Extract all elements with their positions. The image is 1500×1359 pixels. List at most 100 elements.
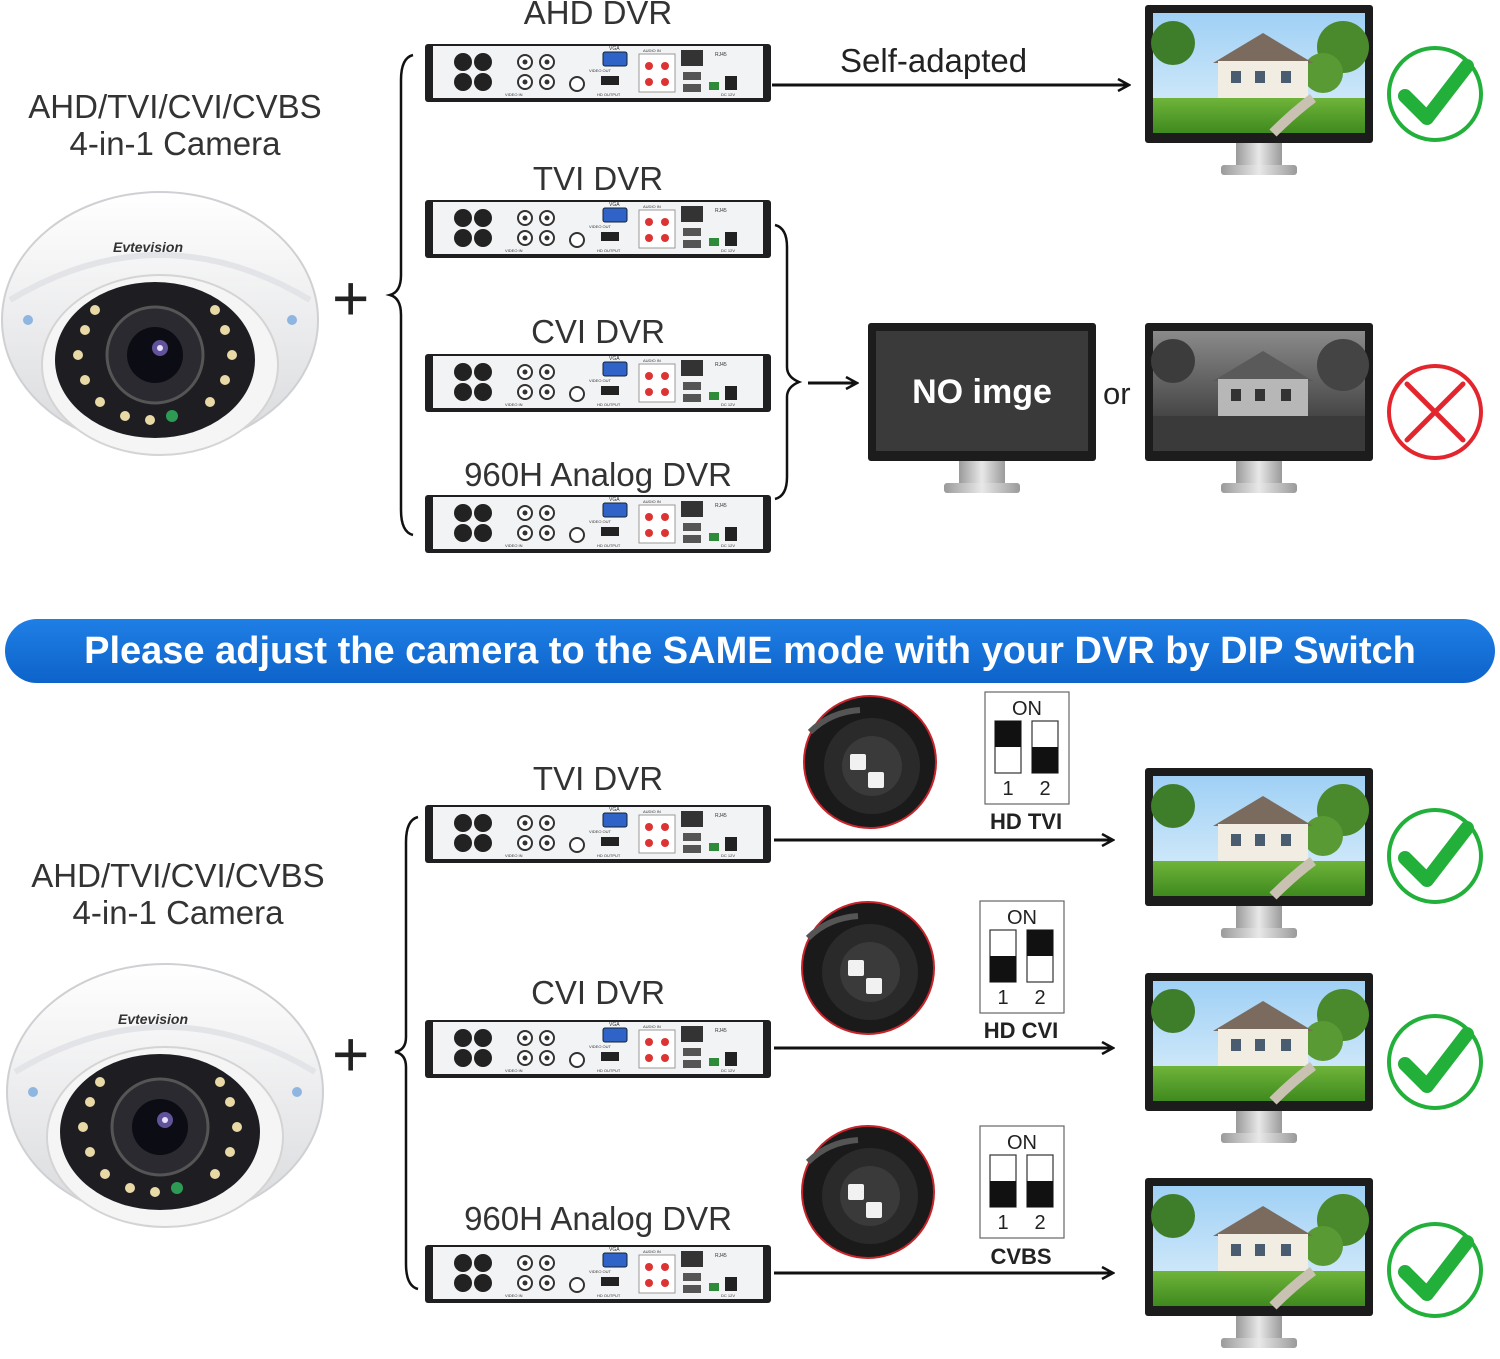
monitor-cvbs-ok [1143,1176,1375,1359]
svg-text:VIDEO IN: VIDEO IN [505,1293,523,1298]
svg-text:VIDEO IN: VIDEO IN [505,543,523,548]
camera-label-line2: 4-in-1 Camera [69,125,281,162]
svg-text:1: 1 [1002,778,1013,800]
dvr-unit-ahd: RJ45 VGA AUDIO IN VIDEO IN VIDEO OUT HD … [425,42,773,109]
svg-text:HD OUTPUT: HD OUTPUT [597,1293,621,1298]
svg-text:HD OUTPUT: HD OUTPUT [597,543,621,548]
svg-text:VGA: VGA [609,1022,620,1028]
svg-text:VIDEO OUT: VIDEO OUT [589,829,612,834]
svg-text:VIDEO IN: VIDEO IN [505,853,523,858]
svg-text:RJ45: RJ45 [715,1028,727,1034]
check-icon-cvi [1387,1014,1483,1110]
dvr-unit-tvi-top: RJ45 VGA AUDIO IN VIDEO IN VIDEO OUT HD … [425,198,773,265]
plus-sign-top: + [332,262,370,334]
svg-text:DC 12V: DC 12V [721,92,735,97]
svg-text:VGA: VGA [609,497,620,503]
svg-text:RJ45: RJ45 [715,208,727,214]
svg-text:HD OUTPUT: HD OUTPUT [597,402,621,407]
svg-text:DC 12V: DC 12V [721,1068,735,1073]
mode-label-cvbs: CVBS [990,1244,1052,1269]
dome-camera-image-bottom: Evtevision [6,963,324,1228]
svg-text:AUDIO IN: AUDIO IN [643,358,661,363]
svg-text:VIDEO IN: VIDEO IN [505,1068,523,1073]
check-icon-cvbs [1387,1222,1483,1318]
svg-text:1: 1 [997,987,1008,1009]
svg-text:VIDEO IN: VIDEO IN [505,248,523,253]
brace-right-top [774,223,803,501]
arrow-ahd [772,70,1140,100]
brace-left-top [385,53,414,537]
camera-brand-top: Evtevision [113,239,183,255]
self-adapted-label: Self-adapted [840,42,1028,79]
monitor-tvi-ok [1143,766,1375,949]
dip-switch-banner: Please adjust the camera to the SAME mod… [5,619,1495,683]
svg-text:DC 12V: DC 12V [721,1293,735,1298]
camera-label-line1-bottom: AHD/TVI/CVI/CVBS [31,857,325,894]
dip-diagram-cvi: ON 1 2 [979,900,1065,1021]
monitor-bw-image [1143,321,1375,504]
mode-label-tvi: HD TVI [989,809,1063,834]
svg-text:DC 12V: DC 12V [721,248,735,253]
svg-text:AUDIO IN: AUDIO IN [643,48,661,53]
dvr-unit-cvi-bottom: RJ45 VGA AUDIO IN VIDEO IN VIDEO OUT HD … [425,1018,773,1085]
svg-text:DC 12V: DC 12V [721,853,735,858]
svg-text:VGA: VGA [609,356,620,362]
svg-text:RJ45: RJ45 [715,1253,727,1259]
svg-text:RJ45: RJ45 [715,52,727,58]
svg-text:1: 1 [997,1212,1008,1234]
monitor-ahd-ok [1143,3,1375,186]
svg-text:AUDIO IN: AUDIO IN [643,499,661,504]
check-icon [1387,46,1483,142]
arrow-cvbs [774,1258,1122,1288]
cross-icon [1387,364,1483,460]
svg-text:ON: ON [1007,907,1037,929]
dip-switch-photo-cvi [798,898,938,1043]
dip-diagram-cvbs: ON 1 2 [979,1125,1065,1246]
monitor-cvi-ok [1143,971,1375,1154]
dvr-label-ahd: AHD DVR [523,0,673,31]
svg-text:VIDEO OUT: VIDEO OUT [589,519,612,524]
svg-text:VIDEO OUT: VIDEO OUT [589,68,612,73]
svg-text:DC 12V: DC 12V [721,402,735,407]
camera-brand-bottom: Evtevision [118,1011,188,1027]
svg-text:AUDIO IN: AUDIO IN [643,809,661,814]
dvr-label-960h-bottom: 960H Analog DVR [464,1200,732,1237]
svg-text:ON: ON [1007,1132,1037,1154]
svg-text:VGA: VGA [609,202,620,208]
brace-left-bottom [394,815,419,1291]
monitor-no-image: NO imge [866,321,1098,504]
svg-text:VGA: VGA [609,46,620,52]
dvr-label-cvi-bottom: CVI DVR [531,974,665,1011]
svg-text:VIDEO OUT: VIDEO OUT [589,378,612,383]
svg-text:RJ45: RJ45 [715,813,727,819]
svg-text:2: 2 [1034,1212,1045,1234]
svg-text:RJ45: RJ45 [715,503,727,509]
mode-label-cvi: HD CVI [983,1018,1059,1043]
arrow-cvi [774,1033,1122,1063]
dvr-label-960h-top: 960H Analog DVR [464,456,732,493]
dip-switch-photo-tvi [800,692,940,837]
check-icon-tvi [1387,808,1483,904]
svg-text:VIDEO OUT: VIDEO OUT [589,1044,612,1049]
dvr-label-tvi-top: TVI DVR [532,160,664,197]
svg-text:VIDEO IN: VIDEO IN [505,402,523,407]
dip-switch-photo-cvbs [798,1122,938,1267]
dip-diagram-tvi: ON 1 2 [984,691,1070,812]
svg-text:VGA: VGA [609,807,620,813]
dvr-unit-tvi-bottom: RJ45 VGA AUDIO IN VIDEO IN VIDEO OUT HD … [425,803,773,870]
svg-text:2: 2 [1039,778,1050,800]
dome-camera-image: Evtevision [1,191,319,456]
dvr-label-tvi-bottom: TVI DVR [532,760,664,797]
camera-label-bottom: AHD/TVI/CVI/CVBS 4-in-1 Camera [18,857,338,931]
or-label: or [1103,376,1131,411]
svg-text:HD OUTPUT: HD OUTPUT [597,92,621,97]
plus-sign-bottom: + [332,1018,370,1090]
camera-label-top: AHD/TVI/CVI/CVBS 4-in-1 Camera [15,88,335,162]
svg-text:AUDIO IN: AUDIO IN [643,1249,661,1254]
svg-text:2: 2 [1034,987,1045,1009]
svg-text:ON: ON [1012,698,1042,720]
arrow-tvi [774,825,1122,855]
dvr-unit-960h-bottom: RJ45 VGA AUDIO IN VIDEO IN VIDEO OUT HD … [425,1243,773,1310]
svg-text:DC 12V: DC 12V [721,543,735,548]
svg-text:HD OUTPUT: HD OUTPUT [597,1068,621,1073]
